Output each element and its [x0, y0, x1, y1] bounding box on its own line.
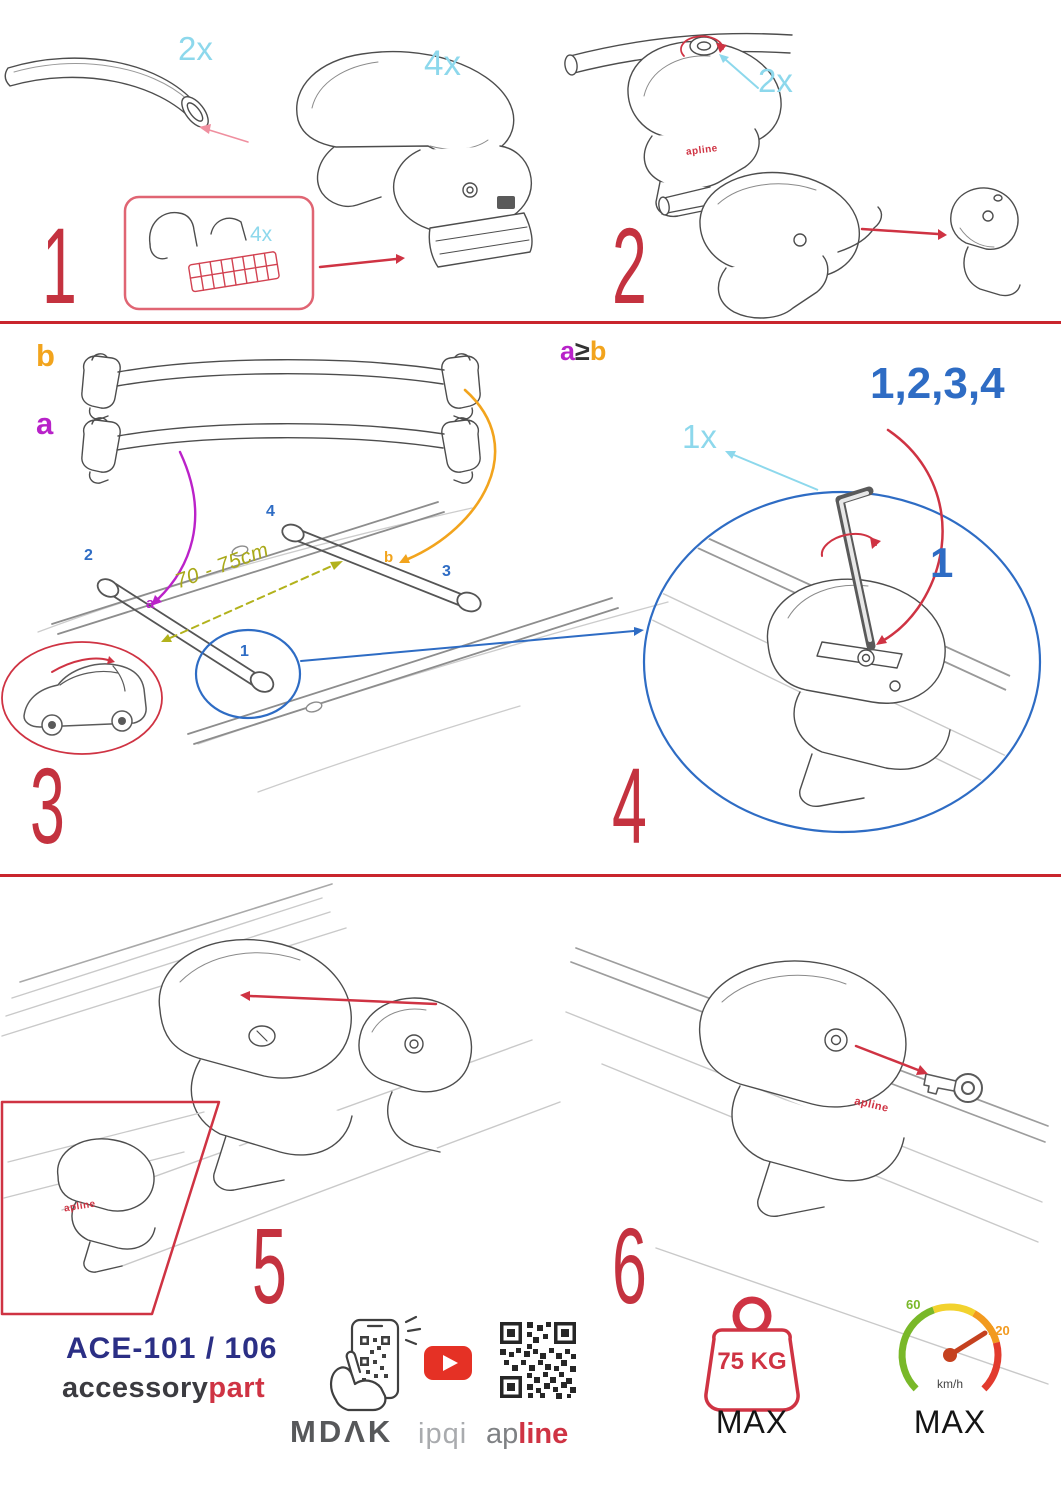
step3-roof-marker-b: b [384, 549, 394, 566]
step1-foot-drawing [296, 50, 533, 268]
qr-code-icon [500, 1322, 576, 1399]
step1-pad-quantity: 4x [250, 223, 273, 246]
apline-logo: apline [486, 1420, 568, 1449]
speed-min-value: 60 [906, 1297, 921, 1312]
phone-scan-icon [330, 1315, 422, 1412]
youtube-icon [424, 1346, 472, 1380]
step3-crossbar-b-drawing [81, 353, 481, 420]
step1-crossbar-drawing [4, 57, 249, 143]
step2-number: 2 [612, 205, 647, 326]
step3-roof-drawing [37, 501, 669, 793]
apline-logo-gray: ap [486, 1418, 519, 1450]
step5-lock-cover-drawing [1, 883, 561, 1267]
step3-position-2: 2 [84, 547, 93, 564]
step4-rule: a≥b [560, 338, 606, 365]
mdak-logo: MDΛK [290, 1414, 394, 1449]
step2-knob-quantity: 2x [758, 62, 793, 99]
step1-foot-quantity: 4x [424, 44, 461, 83]
max-load-label: MAX [715, 1404, 789, 1440]
step4-number: 4 [612, 745, 647, 866]
step4-start-position: 1 [930, 539, 954, 586]
step2-cover-attach-drawing [658, 171, 1021, 319]
step6-key-drawing [565, 947, 1049, 1385]
step3-annotation-arrows [151, 388, 644, 720]
accessorypart-logo-red: part [208, 1372, 266, 1404]
step1-bar-quantity: 2x [178, 30, 213, 67]
apline-logo-red: line [518, 1418, 569, 1450]
step3-bar-a-label: a [36, 406, 54, 441]
speed-max-label: MAX [913, 1404, 987, 1440]
model-number: ACE-101 / 106 [66, 1332, 278, 1365]
step3-car-inset [1, 641, 163, 755]
section-divider-bottom [0, 874, 1061, 877]
step4-foot-hexkey-drawing [766, 428, 951, 807]
step3-roof-marker-a: a [146, 595, 155, 612]
speed-unit-label: km/h [936, 1377, 963, 1391]
speed-max-value: 120 [988, 1323, 1010, 1338]
step1-pad-inset [123, 195, 405, 311]
step4-tool-quantity: 1x [682, 418, 717, 455]
step6-number: 6 [612, 1205, 647, 1326]
speedometer-icon [898, 1303, 1002, 1392]
step3-crossbar-a-drawing [81, 417, 481, 484]
step2-knob-foot-drawing [564, 32, 793, 218]
max-weight-icon [704, 1296, 800, 1412]
step3-position-4: 4 [266, 503, 275, 520]
ipqi-logo: ipqi [418, 1418, 468, 1450]
accessorypart-logo: accessorypart [62, 1374, 265, 1403]
step1-number: 1 [42, 205, 77, 326]
step5-red-inset [0, 1100, 221, 1316]
section-divider-top [0, 321, 1061, 324]
accessorypart-logo-black: accessory [62, 1372, 209, 1404]
step4-rule-a: a [560, 336, 576, 366]
step5-number: 5 [252, 1205, 287, 1326]
step3-bar-b-label: b [36, 338, 55, 373]
step3-position-1: 1 [240, 643, 249, 660]
step4-rule-b: b [589, 336, 607, 366]
step4-rule-operator: ≥ [575, 336, 590, 366]
step4-tighten-sequence: 1,2,3,4 [870, 359, 1005, 408]
step3-number: 3 [30, 745, 65, 866]
step3-position-3: 3 [442, 563, 451, 580]
max-load-value: 75 KG [717, 1348, 787, 1375]
